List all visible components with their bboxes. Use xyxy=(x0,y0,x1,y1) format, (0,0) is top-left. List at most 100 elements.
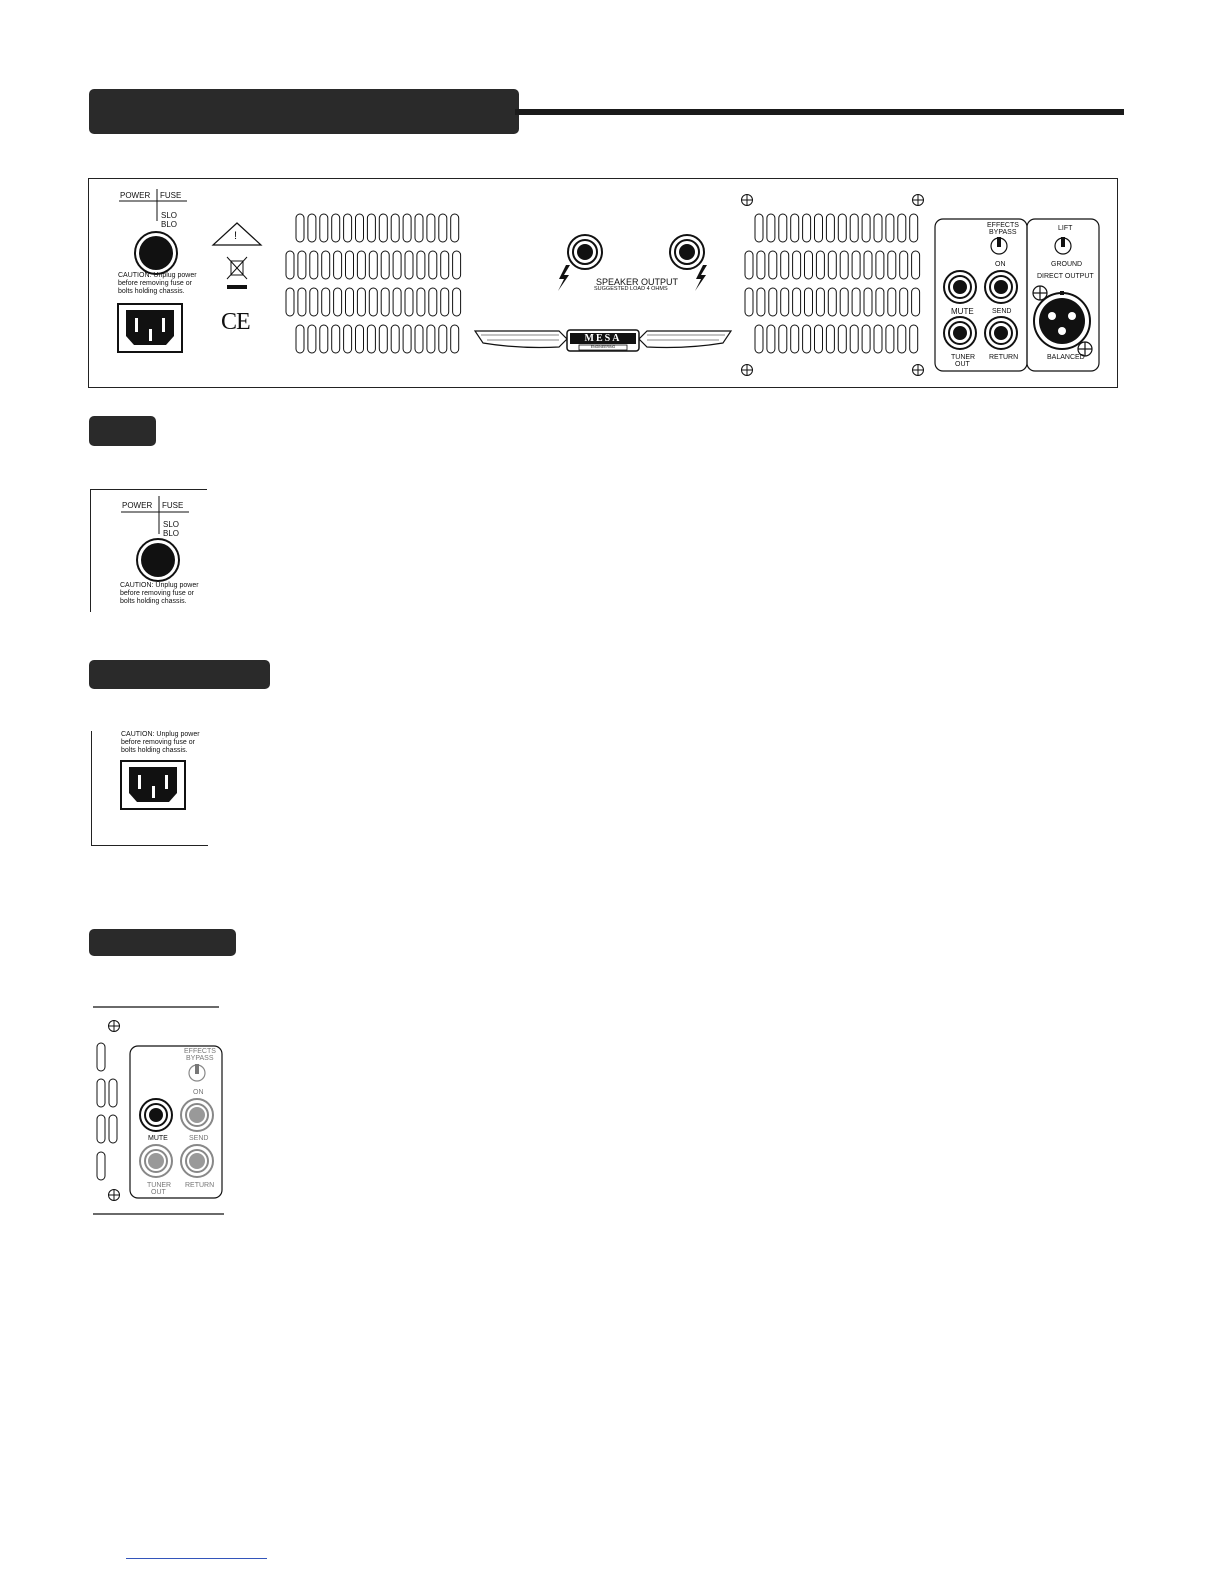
power-detail-caution-line3: bolts holding chassis. xyxy=(121,747,188,754)
vent-slot xyxy=(345,287,354,317)
vent-slot xyxy=(849,213,859,243)
power-label: POWER xyxy=(120,191,151,200)
fx-detail-on-label: ON xyxy=(193,1089,204,1096)
vent-slot xyxy=(428,287,438,317)
vent-slot xyxy=(863,287,873,317)
vent-slot xyxy=(839,250,849,280)
vent-slots-left xyxy=(285,213,462,354)
fuse-detail-caution-line3: bolts holding chassis. xyxy=(120,598,187,605)
power-inlet-detail-icon xyxy=(120,760,186,810)
vent-slot xyxy=(815,250,825,280)
vent-slot xyxy=(885,213,895,243)
vent-slot xyxy=(319,324,329,354)
vent-slot xyxy=(839,287,849,317)
vent-slot xyxy=(309,287,319,317)
vent-slot xyxy=(909,213,919,243)
vent-slot xyxy=(887,250,897,280)
direct-output-label: DIRECT OUTPUT xyxy=(1037,273,1094,280)
vent-slot xyxy=(438,324,448,354)
tuner-out-jack-icon xyxy=(943,316,977,350)
fx-detail-tuner-out-line2: OUT xyxy=(151,1189,166,1196)
vent-slot xyxy=(309,250,319,280)
vent-slot xyxy=(754,213,764,243)
warning-triangle-icon xyxy=(211,222,263,246)
fuse-section-header-bar xyxy=(89,416,156,446)
vent-slot xyxy=(380,287,390,317)
speaker-output-label: SPEAKER OUTPUT xyxy=(596,277,679,287)
footer-link-underline[interactable] xyxy=(126,1557,267,1559)
vent-slot xyxy=(863,250,873,280)
fx-detail-bypass-line2: BYPASS xyxy=(186,1055,214,1062)
vent-slot xyxy=(875,287,885,317)
vent-slot xyxy=(356,287,366,317)
vent-slot xyxy=(790,213,800,243)
vent-slot xyxy=(744,250,754,280)
vent-slot xyxy=(378,324,388,354)
send-jack-icon xyxy=(984,270,1018,304)
vent-slot xyxy=(897,213,907,243)
vent-slot xyxy=(392,287,402,317)
fx-detail-return-label: RETURN xyxy=(185,1182,215,1189)
vent-slot xyxy=(297,250,307,280)
vent-slot xyxy=(802,324,812,354)
vent-slot xyxy=(825,324,835,354)
power-inlet-detail-diagram: CAUTION: Unplug power before removing fu… xyxy=(91,731,208,846)
shock-bolt-right-icon xyxy=(695,265,707,291)
ce-mark: CE xyxy=(221,309,251,335)
vent-slot xyxy=(899,250,909,280)
vent-slot xyxy=(345,250,354,280)
vent-slot xyxy=(754,324,764,354)
caution-line2: before removing fuse or xyxy=(118,280,192,287)
fx-detail-send-jack-icon xyxy=(180,1098,214,1132)
vent-slot xyxy=(814,324,823,354)
power-section-header-bar xyxy=(89,660,270,689)
fuse-detail-caution-line1: CAUTION: Unplug power xyxy=(120,582,199,589)
vent-slot xyxy=(404,287,414,317)
return-jack-icon xyxy=(984,316,1018,350)
power-inlet-icon xyxy=(117,303,183,353)
vent-slot xyxy=(356,250,366,280)
vent-slot xyxy=(792,287,802,317)
xlr-direct-output-icon xyxy=(1033,291,1091,350)
vent-slot xyxy=(416,250,426,280)
fuse-type-line1: SLO xyxy=(161,211,178,220)
vent-slot xyxy=(333,287,343,317)
vent-slot xyxy=(766,324,776,354)
vent-slot xyxy=(307,324,317,354)
weee-bin-icon xyxy=(226,256,248,289)
vent-slot xyxy=(861,324,871,354)
vent-slot xyxy=(780,250,790,280)
vent-slot xyxy=(404,250,414,280)
vent-slot xyxy=(744,287,754,317)
vent-slot xyxy=(802,213,812,243)
mesa-wing-logo xyxy=(473,329,733,352)
vent-slot xyxy=(756,287,766,317)
vent-slot xyxy=(331,213,341,243)
vent-slot xyxy=(343,213,353,243)
vent-slot xyxy=(873,324,883,354)
vent-slot xyxy=(402,213,412,243)
vent-slot xyxy=(426,324,436,354)
mute-jack-icon xyxy=(943,270,977,304)
vent-slot xyxy=(885,324,895,354)
vent-slot xyxy=(438,213,448,243)
vent-slot xyxy=(378,213,388,243)
fuse-detail-diagram: POWER FUSE SLO BLO CAUTION: Unplug power… xyxy=(90,489,207,612)
fuse-holder-icon xyxy=(134,231,178,275)
ground-lift-toggle-icon xyxy=(1054,237,1072,255)
tuner-out-line2: OUT xyxy=(955,361,970,368)
vent-slot xyxy=(815,287,825,317)
lift-label: LIFT xyxy=(1058,225,1073,232)
fuse-holder-detail-icon xyxy=(136,538,180,582)
power-detail-caution-line1: CAUTION: Unplug power xyxy=(121,731,200,738)
send-label: SEND xyxy=(992,308,1012,315)
vent-slot xyxy=(778,213,788,243)
fuse-detail-caution-line2: before removing fuse or xyxy=(120,590,194,597)
vent-slot xyxy=(368,287,378,317)
vent-slot xyxy=(285,250,295,280)
vent-slot xyxy=(778,324,788,354)
vent-slot xyxy=(837,213,847,243)
vent-slot xyxy=(766,213,776,243)
effects-bypass-toggle-icon xyxy=(990,237,1008,255)
fx-detail-mute-jack-icon xyxy=(139,1098,173,1132)
